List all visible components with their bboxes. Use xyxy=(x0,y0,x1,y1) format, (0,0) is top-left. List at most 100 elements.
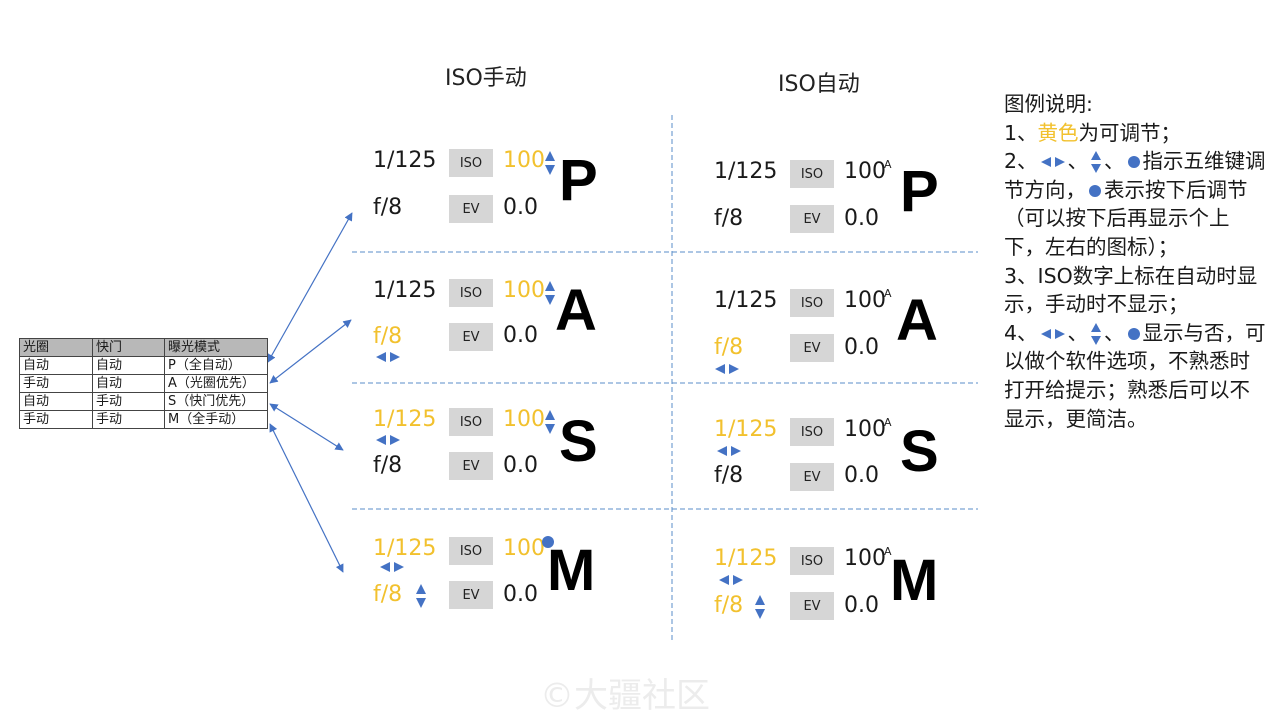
shutter-value[interactable]: 1/125 xyxy=(714,417,778,442)
table-cell: M（全手动） xyxy=(164,410,268,429)
ev-button[interactable]: EV xyxy=(449,195,493,223)
panel-p-iso-auto: 1/125 ISO 100 A f/8 EV 0.0 P xyxy=(714,156,1004,266)
legend-text: 指示五维键调节方向， xyxy=(1004,149,1266,202)
table-cell: 手动 xyxy=(92,392,165,411)
table-cell: 自动 xyxy=(19,392,93,411)
mode-letter: M xyxy=(890,548,939,613)
iso-auto-superscript: A xyxy=(884,158,892,171)
shutter-value: 1/125 xyxy=(373,278,437,303)
iso-button[interactable]: ISO xyxy=(449,279,493,307)
legend-item-4: 4、 、、显示与否，可以做个软件选项，不熟悉时打开给提示；熟悉后可以不显示，更简洁… xyxy=(1004,319,1270,433)
table-cell: 自动 xyxy=(92,374,165,393)
arrow-m xyxy=(269,423,344,573)
column-title-iso-manual: ISO手动 xyxy=(445,66,527,91)
ev-value: 0.0 xyxy=(503,323,538,348)
watermark: ©大疆社区 xyxy=(540,676,710,716)
mode-letter: S xyxy=(900,419,939,484)
legend-item-3: 3、ISO数字上标在自动时显示，手动时不显示； xyxy=(1004,263,1258,317)
left-right-arrows-icon xyxy=(719,575,743,585)
iso-button[interactable]: ISO xyxy=(449,149,493,177)
ev-value: 0.0 xyxy=(503,453,538,478)
mode-letter: A xyxy=(555,278,597,343)
shutter-value[interactable]: 1/125 xyxy=(714,546,778,571)
iso-value[interactable]: 100 xyxy=(503,148,545,173)
left-right-arrows-icon xyxy=(380,562,404,572)
ev-button[interactable]: EV xyxy=(790,205,834,233)
shutter-value: 1/125 xyxy=(714,159,778,184)
iso-value[interactable]: 100 xyxy=(503,278,545,303)
iso-value[interactable]: 100 xyxy=(503,407,545,432)
left-right-arrows-icon xyxy=(717,446,741,456)
iso-button[interactable]: ISO xyxy=(449,537,493,565)
table-row: 自动 手动 S（快门优先） xyxy=(19,392,268,411)
arrow-s xyxy=(269,403,344,451)
exposure-mode-table: 光圈 快门 曝光模式 自动 自动 P（全自动） 手动 自动 A（光圈优先） 自动… xyxy=(19,338,268,429)
press-dot-icon xyxy=(1089,184,1101,197)
iso-button[interactable]: ISO xyxy=(449,408,493,436)
ev-button[interactable]: EV xyxy=(790,592,834,620)
aperture-value[interactable]: f/8 xyxy=(714,335,744,360)
shutter-value[interactable]: 1/125 xyxy=(373,407,437,432)
ev-value: 0.0 xyxy=(844,593,879,618)
ev-value: 0.0 xyxy=(844,335,879,360)
up-down-arrows-icon xyxy=(755,595,765,619)
legend-text: 1、 xyxy=(1004,120,1038,145)
ev-button[interactable]: EV xyxy=(449,581,493,609)
iso-auto-superscript: A xyxy=(884,287,892,300)
panel-m-iso-auto: 1/125 ISO 100 A f/8 EV 0.0 M xyxy=(714,543,1004,653)
press-dot-icon xyxy=(1127,156,1140,169)
left-right-arrows-icon xyxy=(715,364,739,374)
press-dot-icon xyxy=(1127,327,1140,340)
left-right-arrows-icon xyxy=(1040,328,1065,339)
arrow-a xyxy=(269,319,352,384)
ev-button[interactable]: EV xyxy=(449,323,493,351)
ev-button[interactable]: EV xyxy=(790,463,834,491)
table-cell: S（快门优先） xyxy=(164,392,268,411)
up-down-arrows-icon xyxy=(1091,322,1102,345)
aperture-value: f/8 xyxy=(373,453,403,478)
table-row: 手动 手动 M（全手动） xyxy=(19,410,268,429)
table-header-row: 光圈 快门 曝光模式 xyxy=(19,338,268,357)
up-down-arrows-icon xyxy=(545,281,555,305)
left-right-arrows-icon xyxy=(376,352,400,362)
header-shutter: 快门 xyxy=(92,338,165,357)
legend-text: 、 xyxy=(1067,149,1089,174)
aperture-value: f/8 xyxy=(714,206,744,231)
table-cell: 手动 xyxy=(19,374,93,393)
iso-auto-superscript: A xyxy=(884,416,892,429)
aperture-value: f/8 xyxy=(373,195,403,220)
up-down-arrows-icon xyxy=(1091,151,1102,174)
ev-button[interactable]: EV xyxy=(790,334,834,362)
legend-text: 、 xyxy=(1067,320,1089,345)
shutter-value[interactable]: 1/125 xyxy=(373,536,437,561)
mode-letter: P xyxy=(559,148,598,213)
aperture-value[interactable]: f/8 xyxy=(714,593,744,618)
table-row: 手动 自动 A（光圈优先） xyxy=(19,374,268,393)
iso-button[interactable]: ISO xyxy=(790,418,834,446)
aperture-value[interactable]: f/8 xyxy=(373,582,403,607)
table-cell: 自动 xyxy=(19,356,93,375)
ev-value: 0.0 xyxy=(503,195,538,220)
iso-value: 100 xyxy=(844,546,886,571)
up-down-arrows-icon xyxy=(416,584,426,608)
legend-highlight: 黄色 xyxy=(1037,120,1079,145)
legend-text: 、 xyxy=(1104,320,1125,345)
panel-s-iso-manual: 1/125 ISO 100 f/8 EV 0.0 S xyxy=(373,404,663,514)
iso-button[interactable]: ISO xyxy=(790,547,834,575)
ev-button[interactable]: EV xyxy=(449,452,493,480)
legend-text: 4、 xyxy=(1004,320,1038,345)
legend-item-1: 1、黄色为可调节； xyxy=(1004,119,1270,148)
ev-value: 0.0 xyxy=(844,206,879,231)
table-cell: 手动 xyxy=(19,410,93,429)
legend-text: 、 xyxy=(1104,149,1125,174)
iso-button[interactable]: ISO xyxy=(790,160,834,188)
table-cell: 手动 xyxy=(92,410,165,429)
iso-value: 100 xyxy=(844,159,886,184)
iso-button[interactable]: ISO xyxy=(790,289,834,317)
iso-value[interactable]: 100 xyxy=(503,536,545,561)
table-cell: P（全自动） xyxy=(164,356,268,375)
panel-m-iso-manual: 1/125 ISO 100 f/8 EV 0.0 M xyxy=(373,533,663,643)
aperture-value[interactable]: f/8 xyxy=(373,324,403,349)
legend-text: 显示与否，可以做个软件选项，不熟悉时打开给提示；熟悉后可以不显示，更简洁。 xyxy=(1004,320,1266,431)
